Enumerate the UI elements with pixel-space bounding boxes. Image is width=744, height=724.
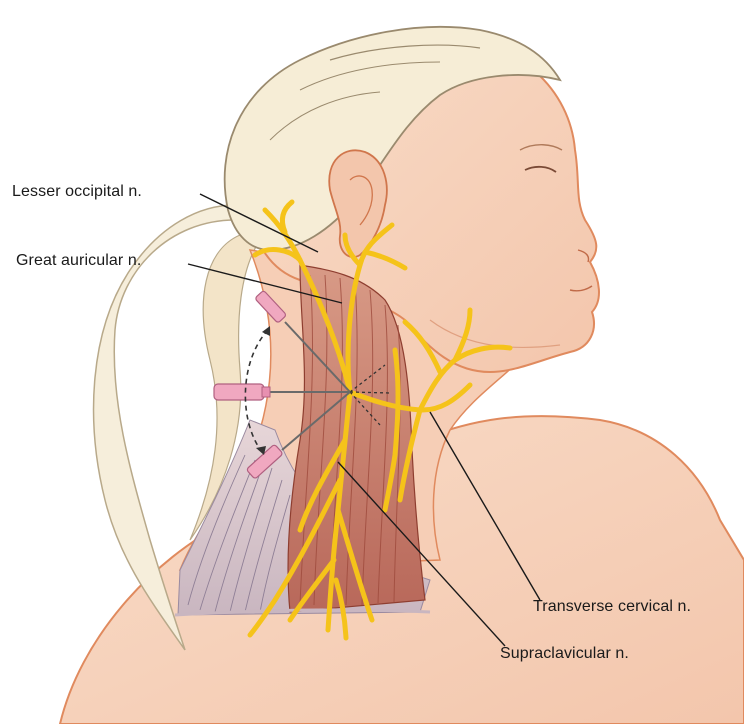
label-lesser-occipital-nerve: Lesser occipital n. [12,183,142,201]
label-transverse-cervical-nerve: Transverse cervical n. [533,598,691,616]
label-great-auricular-nerve: Great auricular n. [16,252,141,270]
arc-arrowhead-up [262,326,270,336]
label-supraclavicular-nerve: Supraclavicular n. [500,645,629,663]
